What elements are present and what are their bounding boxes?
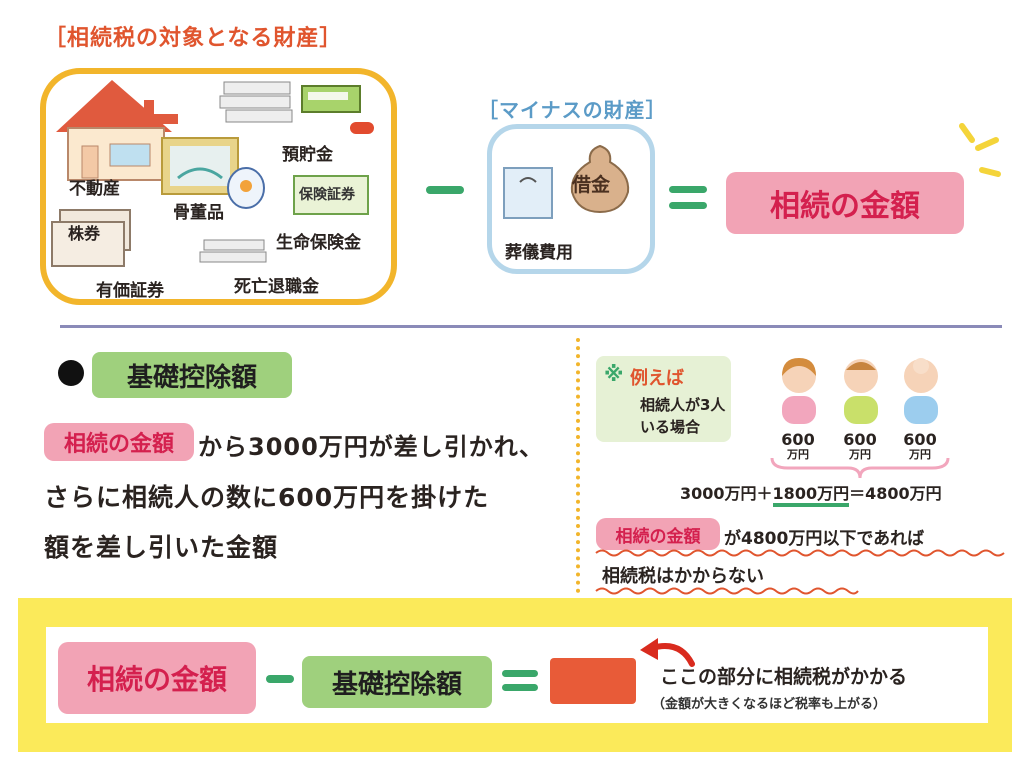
- equals-operator-top: [669, 186, 707, 193]
- retirement-label: 死亡退職金: [234, 277, 319, 297]
- dotted-separator: [576, 338, 580, 593]
- example-formula: 3000万円＋1800万円＝4800万円: [680, 480, 942, 507]
- equals-operator-bottom: [669, 202, 707, 209]
- minus-assets-frame: [487, 124, 655, 274]
- deduction-heading: 基礎控除額: [92, 352, 292, 398]
- stock-certificate-icon: [51, 209, 131, 267]
- example-condition-highlight: 相続の金額: [596, 518, 720, 550]
- debt-bag-icon: [570, 144, 630, 214]
- bottom-sub-note: （金額が大きくなるほど税率も上がる）: [652, 697, 887, 712]
- seal-icon: [350, 122, 374, 134]
- condition-wavy-underline: [595, 549, 1005, 557]
- section-divider: [60, 325, 1002, 328]
- bottom-equals-bottom: [502, 684, 538, 691]
- example-marker: ※: [604, 362, 624, 386]
- conclusion-wavy-underline: [595, 587, 859, 595]
- bottom-middle-pill: 基礎控除額: [302, 656, 492, 708]
- heir-amount-2: 600 万円: [843, 430, 877, 462]
- funeral-label: 葬儀費用: [505, 243, 573, 263]
- deduction-line-2: さらに相続人の数に600万円を掛けた: [44, 483, 490, 512]
- assets-title: ［相続税の対象となる財産］: [44, 26, 343, 51]
- heir-icon-1: [782, 358, 816, 424]
- bottom-equals-top: [502, 670, 538, 677]
- example-condition-text: が4800万円以下であれば: [724, 529, 925, 549]
- retirement-cash-icon: [199, 239, 267, 263]
- example-line-1: 相続人が3人: [640, 396, 726, 414]
- deposits-label: 預貯金: [282, 145, 333, 165]
- sparkle-icon: [959, 123, 1001, 177]
- deduction-highlight: 相続の金額: [44, 423, 194, 461]
- example-title: 例えば: [630, 368, 684, 389]
- assets-frame: [40, 68, 397, 305]
- stock-note-label: 株券: [68, 224, 101, 243]
- heir-amount-3: 600 万円: [903, 430, 937, 462]
- insurance-policy-icon: [293, 175, 369, 215]
- painting-vase-icon: [161, 137, 265, 209]
- taxable-amount-box: [550, 658, 636, 704]
- bullet-dot: [58, 360, 84, 386]
- funeral-gift-icon: [503, 167, 553, 219]
- example-line-2: いる場合: [640, 418, 701, 436]
- debt-label: 借金: [572, 174, 611, 196]
- bottom-minus-operator: [266, 675, 294, 683]
- bottom-left-pill: 相続の金額: [58, 642, 256, 714]
- securities-label: 有価証券: [96, 281, 164, 301]
- result-pill: 相続の金額: [726, 172, 964, 234]
- minus-operator: [426, 186, 464, 194]
- house-icon: [56, 80, 178, 181]
- insurance-note-label: 保険証券: [299, 187, 355, 203]
- heir-icon-2: [844, 359, 878, 424]
- bankbook-icon: [301, 85, 361, 113]
- heir-amount-1: 600 万円: [781, 430, 815, 462]
- example-conclusion: 相続税はかからない: [602, 566, 764, 587]
- life-insurance-label: 生命保険金: [276, 233, 361, 253]
- heirs-brace: [770, 457, 950, 479]
- real-estate-label: 不動産: [69, 179, 120, 199]
- deduction-line-1: から3000万円が差し引かれ、: [198, 433, 545, 461]
- bottom-note: ここの部分に相続税がかかる: [660, 666, 908, 688]
- deduction-line-3: 額を差し引いた金額: [44, 533, 279, 562]
- example-box: [596, 356, 731, 442]
- heir-icon-3: [904, 358, 938, 424]
- minus-assets-title: ［マイナスの財産］: [478, 98, 667, 122]
- cash-stack-icon: [219, 81, 293, 123]
- pointer-arrow-icon: [640, 638, 695, 667]
- antiques-label: 骨董品: [173, 203, 224, 223]
